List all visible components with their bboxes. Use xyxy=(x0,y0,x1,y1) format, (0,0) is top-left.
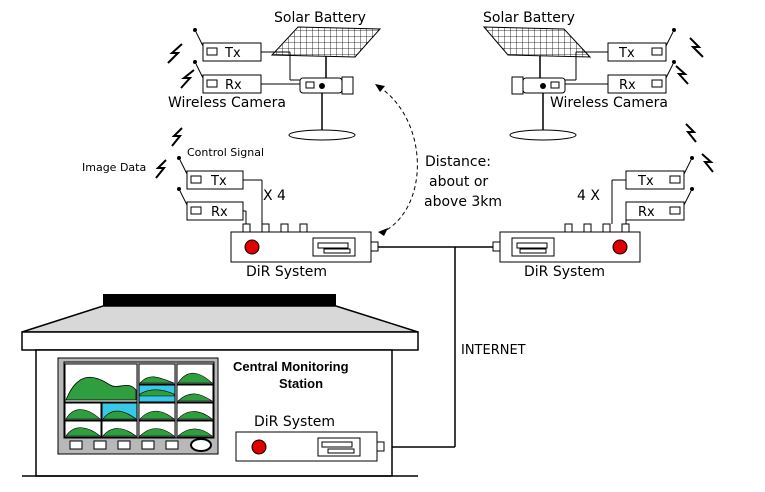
wireless-camera-right-icon xyxy=(509,76,577,141)
wireless-camera-label-right: Wireless Camera xyxy=(550,95,668,111)
rx-label: Rx xyxy=(225,78,242,93)
wireless-signal-icon xyxy=(155,159,167,179)
rx-module-right-top xyxy=(565,60,676,94)
rx-label: Rx xyxy=(638,205,655,220)
tx-label: Tx xyxy=(225,46,241,61)
wireless-signal-icon xyxy=(180,69,195,89)
multiplier-label-left: X 4 xyxy=(263,188,286,204)
solar-battery-label-right: Solar Battery xyxy=(483,10,575,26)
tx-module-left-top xyxy=(193,28,300,81)
internet-label: INTERNET xyxy=(461,343,526,358)
rx-module-left-top xyxy=(193,60,300,94)
monitor-screen xyxy=(57,357,219,455)
image-data-label: Image Data xyxy=(82,161,147,174)
dir-system-label-station: DiR System xyxy=(254,414,336,430)
dir-system-station xyxy=(235,431,385,462)
wireless-signal-icon xyxy=(689,37,704,58)
rx-label: Rx xyxy=(211,205,228,220)
rx-module-left-mid xyxy=(177,187,244,221)
station-title-line1: Central Monitoring xyxy=(233,359,349,374)
dir-system-left xyxy=(230,179,379,263)
dir-system-label-left: DiR System xyxy=(246,264,328,280)
tx-label: Tx xyxy=(211,174,227,189)
dir-system-label-right: DiR System xyxy=(524,264,606,280)
wireless-signal-icon xyxy=(701,153,714,173)
solar-battery-label-left: Solar Battery xyxy=(274,10,366,26)
tx-label: Tx xyxy=(638,174,654,189)
wireless-camera-label-left: Wireless Camera xyxy=(168,95,286,111)
solar-panel-left-icon xyxy=(270,26,382,78)
control-signal-label: Control Signal xyxy=(187,146,265,159)
distance-label-line3: above 3km xyxy=(424,194,503,210)
solar-panel-right-icon xyxy=(482,26,592,78)
wireless-signal-icon xyxy=(167,43,183,64)
tx-label: Tx xyxy=(619,46,635,61)
wireless-camera-left-icon xyxy=(288,76,356,141)
rx-module-right-mid xyxy=(625,187,694,221)
distance-label-line2: about or xyxy=(429,174,489,190)
tx-module-left-mid xyxy=(177,156,244,190)
network-connection xyxy=(378,246,493,448)
tx-module-right-mid xyxy=(625,156,694,190)
wireless-signal-icon xyxy=(675,65,689,85)
tx-module-right-top xyxy=(565,28,676,81)
wireless-signal-icon xyxy=(685,123,697,143)
rx-label: Rx xyxy=(619,78,636,93)
multiplier-label-right: 4 X xyxy=(577,188,600,204)
wireless-signal-icon xyxy=(171,127,183,147)
station-title-line2: Station xyxy=(279,376,324,391)
dir-system-right xyxy=(492,179,641,263)
distance-arrow xyxy=(375,84,418,236)
distance-label-line1: Distance: xyxy=(425,154,491,170)
